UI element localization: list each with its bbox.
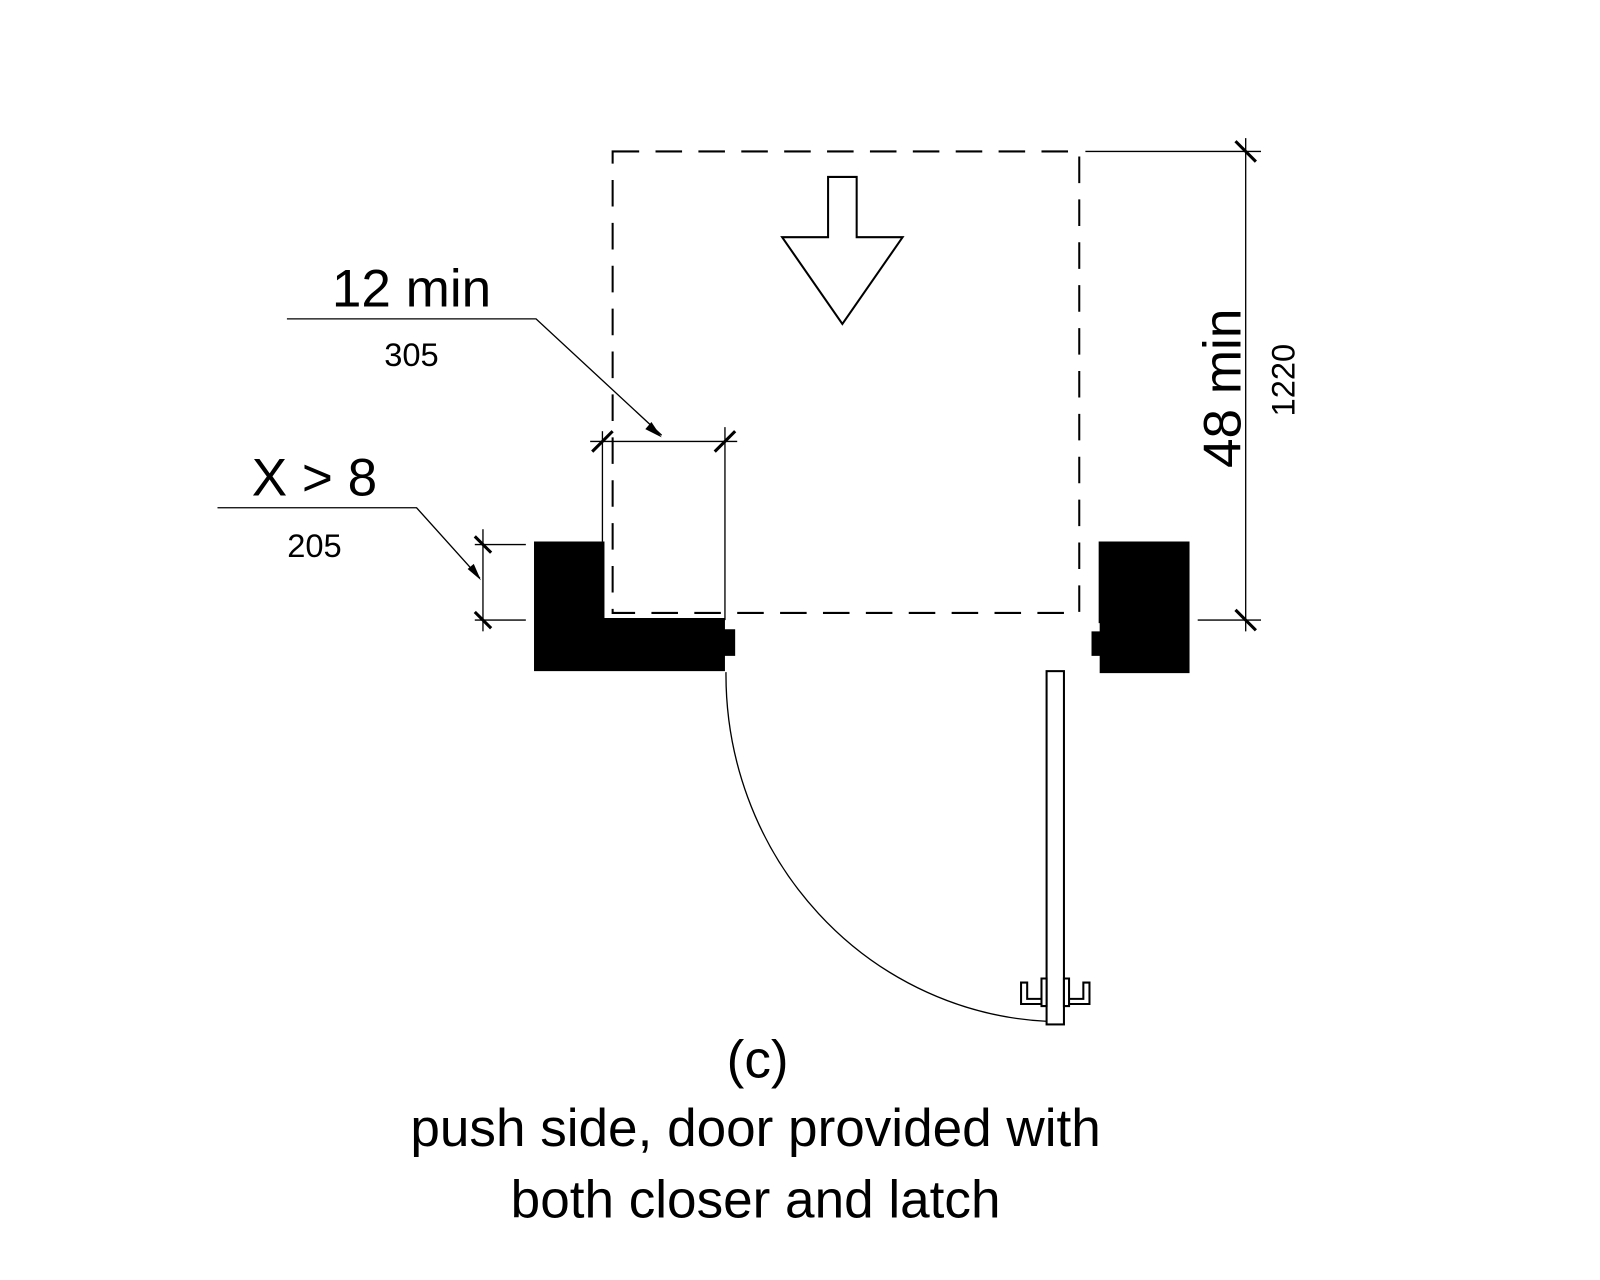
dim-x-gt-8-label: X > 8 — [252, 449, 377, 508]
dim-305-label: 305 — [384, 336, 439, 373]
dimension-x-gt-8 — [217, 507, 526, 632]
dim-12-min-label: 12 min — [332, 260, 491, 319]
dim-1220-label: 1220 — [1265, 344, 1302, 417]
left-wall — [534, 541, 736, 672]
arrow-down-icon — [780, 175, 905, 326]
dimension-48-min — [1085, 138, 1262, 632]
dim-48-min-label: 48 min — [1194, 309, 1253, 468]
door-leaf — [1045, 670, 1065, 1026]
dim-205-label: 205 — [287, 527, 342, 564]
right-wall — [1091, 541, 1190, 674]
door-swing-arc — [725, 672, 1048, 1023]
figure-label: (c) — [727, 1031, 789, 1090]
maneuvering-clearance-area — [611, 150, 1081, 614]
caption-line-1: push side, door provided with — [410, 1099, 1100, 1158]
dimension-12-min — [286, 318, 738, 621]
caption-line-2: both closer and latch — [511, 1170, 1001, 1229]
door-hardware-icon — [1020, 977, 1091, 1008]
